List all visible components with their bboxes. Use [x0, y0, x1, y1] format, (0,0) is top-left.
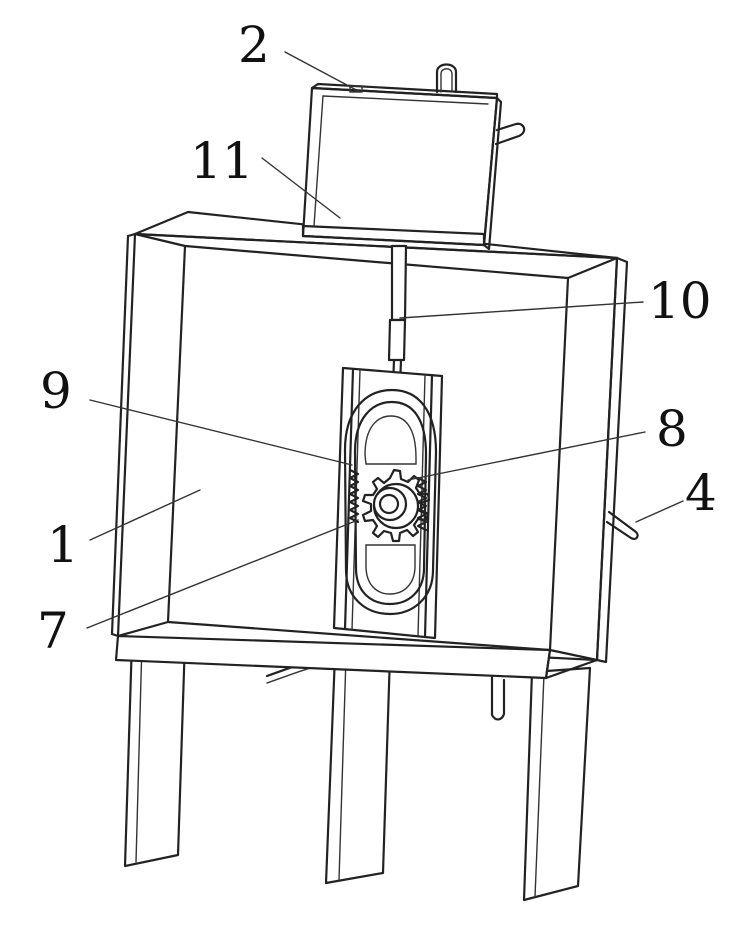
gear-shaft — [374, 488, 406, 520]
label-8: 8 — [656, 400, 688, 458]
legs — [125, 640, 590, 900]
label-11: 11 — [190, 132, 254, 190]
top-box — [303, 65, 524, 250]
bottom-pipe-right — [492, 675, 504, 719]
label-1: 1 — [47, 516, 79, 574]
label-10: 10 — [648, 272, 712, 330]
label-7: 7 — [37, 602, 69, 660]
leg-right — [524, 668, 590, 900]
leg-left — [125, 640, 185, 866]
leg-middle — [326, 655, 390, 883]
label-9: 9 — [40, 362, 72, 420]
label-2: 2 — [238, 16, 270, 74]
label-4: 4 — [685, 464, 717, 522]
